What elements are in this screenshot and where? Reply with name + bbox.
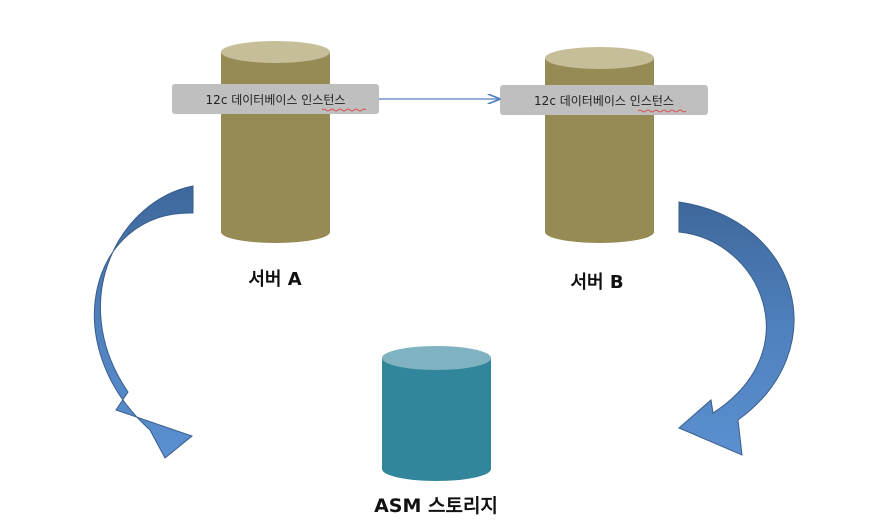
instance-label-b: 12c 데이터베이스 인스턴스 [534,94,674,108]
instance-box-a-bg [172,84,379,114]
server-b-label: 서버 B [570,272,623,293]
curved-arrow-right [678,201,795,456]
spellcheck-underline-a [321,108,367,112]
server-b-cylinder [545,47,654,243]
server-a-body [221,52,330,232]
server-a-bottom [221,221,330,243]
asm-storage-cylinder [382,346,491,481]
curved-arrow-left [93,185,194,459]
storage-top [382,346,491,370]
instance-label-a: 12c 데이터베이스 인스턴스 [206,93,346,107]
spellcheck-underline-b [637,109,687,113]
storage-label: ASM 스토리지 [374,495,498,517]
server-b-bottom [545,221,654,243]
server-a-top [221,41,330,63]
server-b-body [545,58,654,232]
instance-box-b: 12c 데이터베이스 인스턴스 [500,85,708,115]
server-a-label: 서버 A [248,269,301,290]
storage-bottom [382,457,491,481]
storage-body [382,358,491,469]
instance-box-a: 12c 데이터베이스 인스턴스 [172,84,379,114]
instance-box-b-bg [500,85,708,115]
server-b-top [545,47,654,69]
server-a-cylinder [221,41,330,243]
